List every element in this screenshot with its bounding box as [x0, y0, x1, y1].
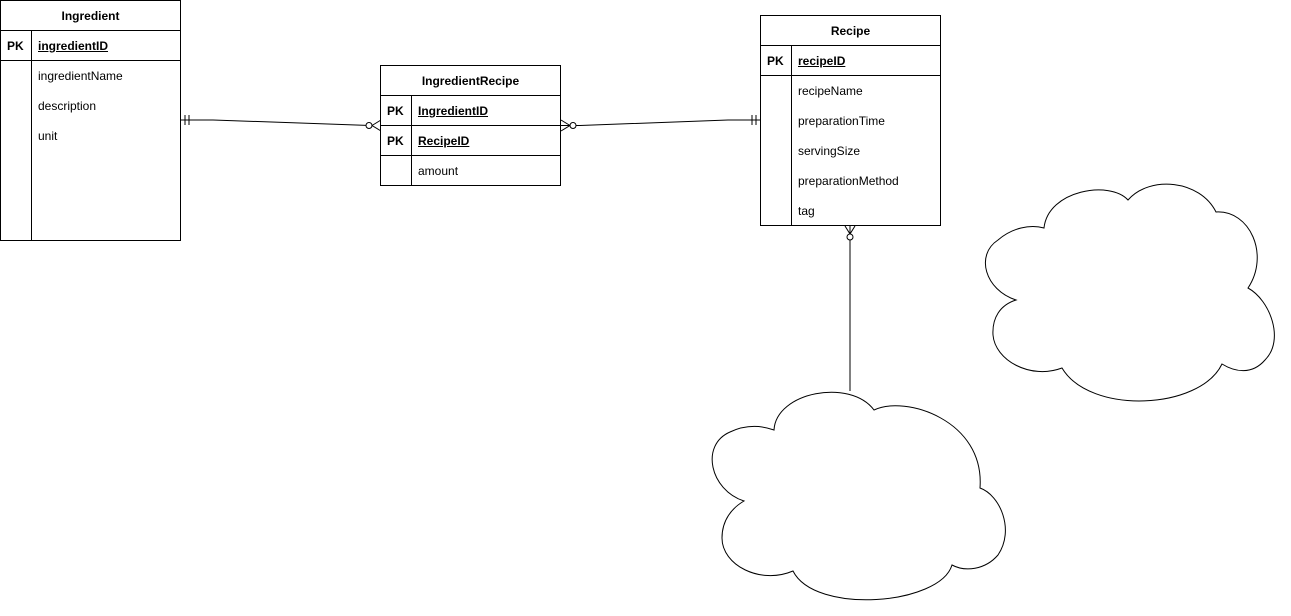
- relationship-ingredientrecipe-recipe[interactable]: [560, 115, 761, 132]
- pk-field-ingredientid: ingredientID: [38, 39, 109, 53]
- entity-title: Recipe: [761, 16, 940, 46]
- attribute-amount: amount: [418, 164, 459, 178]
- attribute-list: amount: [381, 156, 560, 185]
- entity-ingredient[interactable]: Ingredient PK ingredientID ingredientNam…: [0, 0, 181, 241]
- pk-field-recipeid: recipeID: [798, 54, 846, 68]
- primary-key-row[interactable]: PK RecipeID: [381, 126, 560, 156]
- primary-key-row[interactable]: PK IngredientID: [381, 96, 560, 126]
- attribute-recipename: recipeName: [798, 84, 863, 98]
- primary-key-row[interactable]: PK ingredientID: [1, 31, 180, 61]
- pk-field-ingredientid: IngredientID: [418, 104, 489, 118]
- column-divider: [31, 61, 32, 241]
- relationship-ingredient-ingredientrecipe[interactable]: [181, 115, 382, 132]
- pk-label: PK: [7, 39, 24, 53]
- attribute-list: ingredientName description unit: [1, 61, 180, 241]
- column-divider: [411, 126, 412, 155]
- attribute-row[interactable]: servingSize: [761, 136, 940, 166]
- column-divider: [411, 156, 412, 185]
- cloud-shape-lower[interactable]: [711, 391, 1006, 601]
- column-divider: [411, 96, 412, 125]
- entity-title: IngredientRecipe: [381, 66, 560, 96]
- relationship-recipe-cloud[interactable]: [844, 225, 856, 391]
- attribute-preparationmethod: preparationMethod: [798, 174, 899, 188]
- pk-label: PK: [387, 134, 404, 148]
- attribute-preparationtime: preparationTime: [798, 114, 885, 128]
- pk-label: PK: [767, 54, 784, 68]
- entity-recipe[interactable]: Recipe PK recipeID recipeName preparatio…: [760, 15, 941, 226]
- attribute-row[interactable]: preparationTime: [761, 106, 940, 136]
- column-divider: [791, 76, 792, 226]
- column-divider: [31, 31, 32, 60]
- attribute-row[interactable]: description: [1, 91, 180, 121]
- column-divider: [791, 46, 792, 75]
- attribute-servingsize: servingSize: [798, 144, 861, 158]
- attribute-row[interactable]: recipeName: [761, 76, 940, 106]
- attribute-tag: tag: [798, 204, 815, 218]
- attribute-list: recipeName preparationTime servingSize p…: [761, 76, 940, 226]
- attribute-row[interactable]: ingredientName: [1, 61, 180, 91]
- entity-ingredientrecipe[interactable]: IngredientRecipe PK IngredientID PK Reci…: [380, 65, 561, 186]
- entity-title: Ingredient: [1, 1, 180, 31]
- attribute-description: description: [38, 99, 97, 113]
- attribute-row[interactable]: preparationMethod: [761, 166, 940, 196]
- attribute-row[interactable]: tag: [761, 196, 940, 226]
- pk-label: PK: [387, 104, 404, 118]
- attribute-row[interactable]: unit: [1, 121, 180, 151]
- pk-field-recipeid: RecipeID: [418, 134, 470, 148]
- attribute-unit: unit: [38, 129, 58, 143]
- cloud-shape-upper[interactable]: [984, 183, 1275, 402]
- attribute-row[interactable]: amount: [381, 156, 560, 186]
- primary-key-row[interactable]: PK recipeID: [761, 46, 940, 76]
- attribute-ingredientname: ingredientName: [38, 69, 123, 83]
